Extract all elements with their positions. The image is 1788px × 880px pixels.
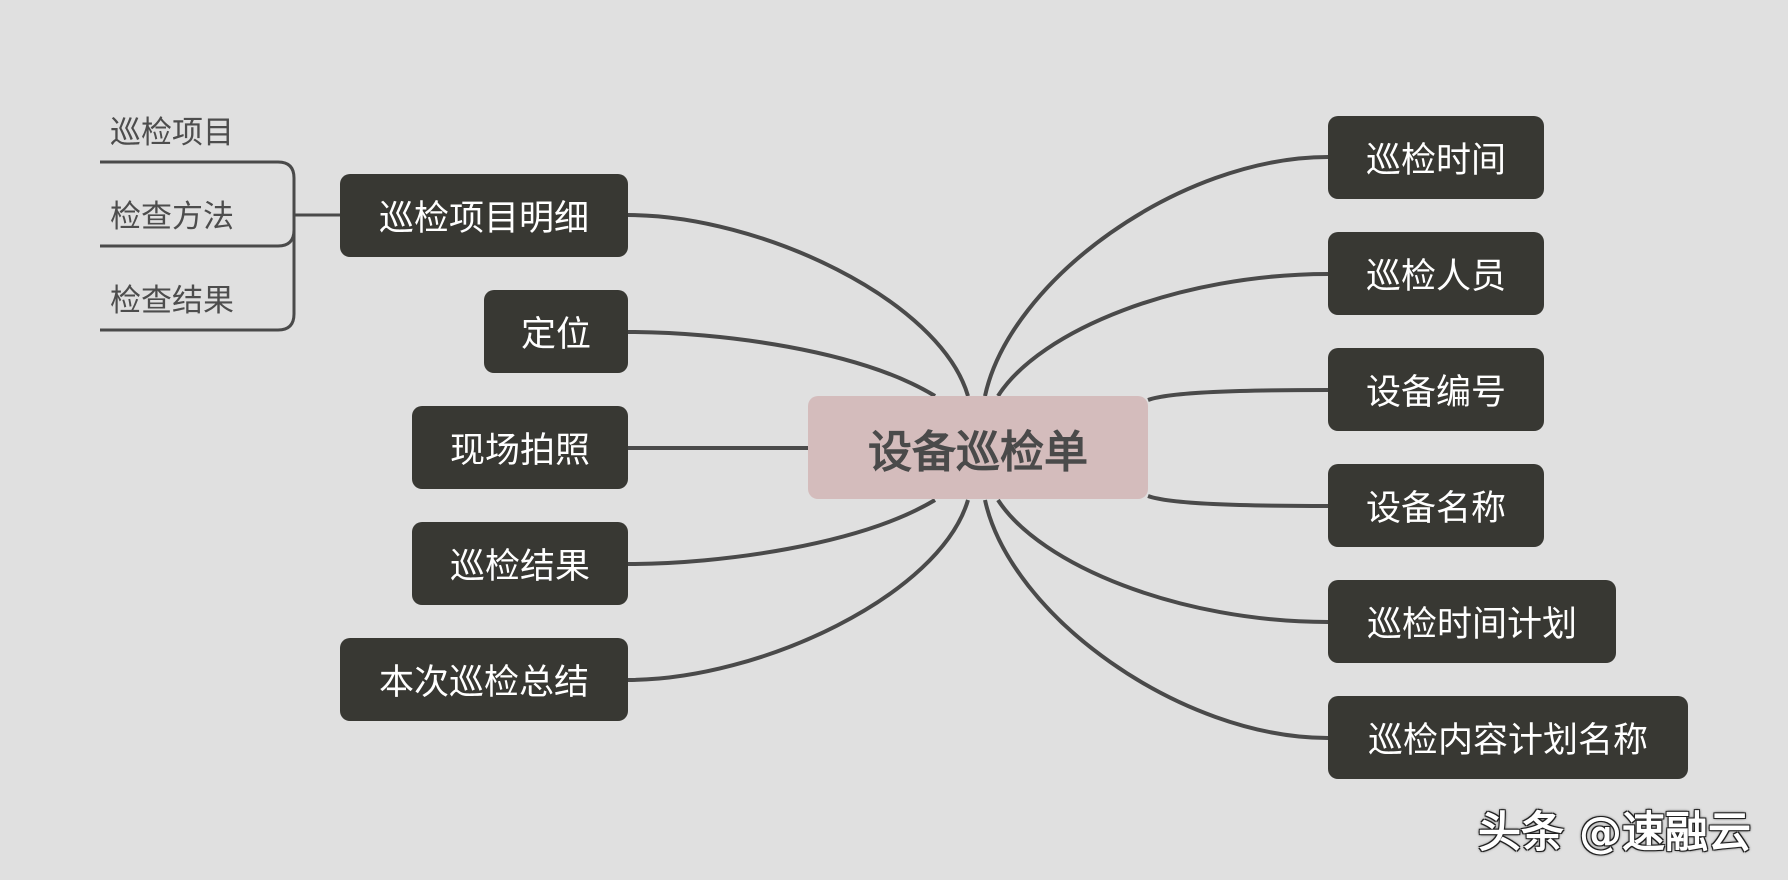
- right-node-time-plan[interactable]: 巡检时间计划: [1328, 580, 1616, 663]
- connector-line: [1147, 388, 1329, 402]
- connector-line: [996, 272, 1329, 398]
- sub-item-inspection-item[interactable]: 巡检项目: [110, 115, 234, 151]
- left-node-summary[interactable]: 本次巡检总结: [340, 638, 628, 721]
- connector-line: [627, 498, 937, 566]
- left-node-site-photo[interactable]: 现场拍照: [412, 406, 628, 489]
- connector-line: [983, 499, 1329, 740]
- left-node-inspection-result[interactable]: 巡检结果: [412, 522, 628, 605]
- left-node-inspection-details[interactable]: 巡检项目明细: [340, 174, 628, 257]
- right-node-inspector[interactable]: 巡检人员: [1328, 232, 1544, 315]
- watermark: 头条 @速融云: [1478, 808, 1751, 858]
- left-node-location[interactable]: 定位: [484, 290, 628, 373]
- right-node-device-number[interactable]: 设备编号: [1328, 348, 1544, 431]
- connector-line: [627, 213, 970, 397]
- sub-item-check-result[interactable]: 检查结果: [110, 283, 234, 319]
- connector-line: [983, 155, 1329, 397]
- connector-line: [627, 499, 970, 682]
- connector-line: [996, 498, 1329, 624]
- sub-item-check-method[interactable]: 检查方法: [110, 199, 234, 235]
- center-node[interactable]: 设备巡检单: [808, 396, 1148, 499]
- connector-line: [627, 330, 937, 398]
- connector-line: [1147, 494, 1329, 508]
- right-node-device-name[interactable]: 设备名称: [1328, 464, 1544, 547]
- right-node-inspection-time[interactable]: 巡检时间: [1328, 116, 1544, 199]
- sub-bracket: [100, 160, 340, 332]
- right-node-content-plan-name[interactable]: 巡检内容计划名称: [1328, 696, 1688, 779]
